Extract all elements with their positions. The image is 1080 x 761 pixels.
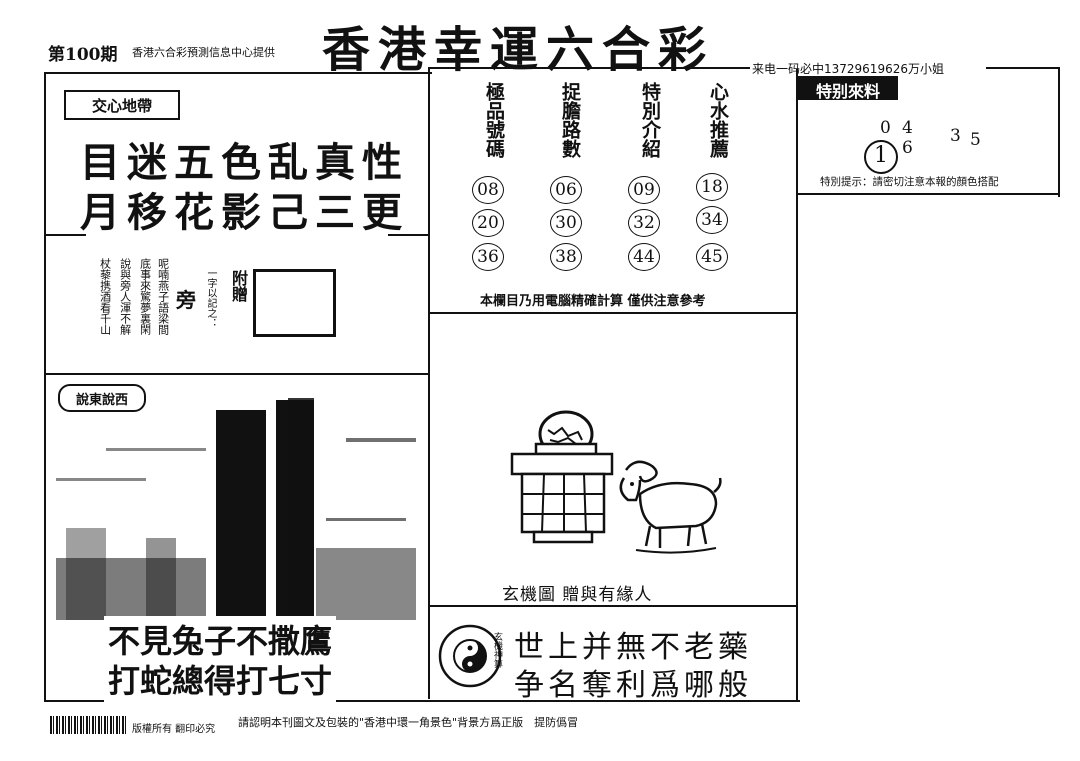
divider-vertical-left	[428, 69, 430, 699]
caption-line-1: 不見兔子不撒鷹	[104, 616, 337, 662]
yin-yang-icon	[438, 624, 502, 688]
issue-number: 第100期	[48, 45, 118, 65]
divider-vertical-right	[796, 69, 798, 701]
tag-talk-label: 說東說西	[75, 393, 128, 408]
special-number-circled: 1	[864, 140, 898, 174]
number-ball: 45	[696, 243, 728, 271]
frame-left	[44, 72, 46, 700]
frame-top-left	[44, 72, 432, 74]
number-ball: 32	[628, 209, 660, 237]
divider-middle	[430, 312, 796, 314]
yin-yang-seal	[438, 624, 502, 688]
slogan-line-2: 争名奪利爲哪般	[514, 668, 752, 703]
special-number: 3	[950, 126, 961, 146]
number-ball: 06	[550, 176, 582, 204]
special-number: 0	[880, 118, 891, 138]
gift-hint: 一字以記之：	[205, 268, 216, 328]
barcode-icon	[50, 716, 128, 734]
divider-right	[798, 193, 1058, 195]
picture-caption: 玄機圖 贈與有緣人	[502, 585, 653, 605]
caption-line-2: 打蛇總得打七寸	[104, 656, 337, 702]
tag-talk: 說東說西	[58, 384, 146, 412]
slogan-line-1: 世上并無不老藥	[514, 630, 752, 665]
special-tag-label: 特别來料	[815, 82, 880, 101]
special-number: 4	[902, 118, 913, 138]
authenticity-notice: 請認明本刊圖文及包裝的"香港中環一角景色"背景方爲正版 提防僞冒	[238, 716, 579, 729]
riddle-col-4: 杖藜携酒看千山	[98, 258, 112, 335]
frame-bottom	[44, 700, 800, 702]
number-ball: 36	[472, 243, 504, 271]
number-ball: 44	[628, 243, 660, 271]
col-head-special: 特別介紹	[639, 82, 661, 158]
gift-char: 旁	[176, 288, 196, 312]
frame-top-far	[986, 67, 1058, 69]
number-ball: 34	[696, 206, 728, 234]
special-number: 6	[902, 138, 913, 158]
seal-text: 玄機神算	[492, 632, 502, 668]
city-skyline-photo	[46, 378, 428, 620]
contact-line: 来电一码必中13729619626万小姐	[752, 62, 944, 76]
special-number: 1	[874, 143, 888, 168]
number-ball: 20	[472, 209, 504, 237]
calc-note: 本欄目乃用電腦精確計算 僅供注意參考	[480, 294, 706, 309]
tag-heart-zone: 交心地帶	[64, 90, 180, 120]
number-ball: 30	[550, 209, 582, 237]
frame-right	[1058, 67, 1060, 197]
poem-line-1: 目迷五色乱真性	[80, 139, 409, 186]
rights-text: 版權所有 翻印必究	[132, 724, 216, 735]
divider-poem	[46, 234, 86, 236]
special-hint: 特別提示：請密切注意本報的顏色搭配	[820, 176, 999, 188]
tag-label: 交心地帶	[91, 97, 152, 115]
divider-lower	[430, 605, 796, 607]
divider-poem-right	[388, 234, 428, 236]
gift-label: 附贈	[229, 270, 248, 302]
riddle-col-2: 底事來驚夢裏閑	[138, 258, 152, 335]
page-title: 香港幸運六合彩	[322, 22, 715, 78]
provider-text: 香港六合彩預測信息中心提供	[132, 46, 275, 59]
col-head-best: 極品號碼	[483, 82, 505, 158]
number-ball: 08	[472, 176, 504, 204]
riddle-col-3: 說與旁人渾不解	[118, 258, 132, 335]
col-head-recommend: 心水推薦	[707, 82, 729, 158]
special-tag: 特别來料	[798, 76, 898, 101]
number-ball: 38	[550, 243, 582, 271]
treasure-illustration	[508, 408, 728, 558]
riddle-col-1: 呢喃燕子語梁間	[156, 258, 170, 335]
number-ball: 18	[696, 173, 728, 201]
number-ball: 09	[628, 176, 660, 204]
frame-top-right	[428, 67, 750, 69]
divider-left-mid	[46, 373, 428, 375]
col-head-catch: 捉膽路數	[559, 82, 581, 158]
poem-line-2: 月移花影己三更	[80, 189, 409, 236]
special-number: 5	[970, 130, 981, 150]
answer-box	[253, 269, 336, 337]
wooden-bucket-goat-icon	[510, 410, 722, 554]
